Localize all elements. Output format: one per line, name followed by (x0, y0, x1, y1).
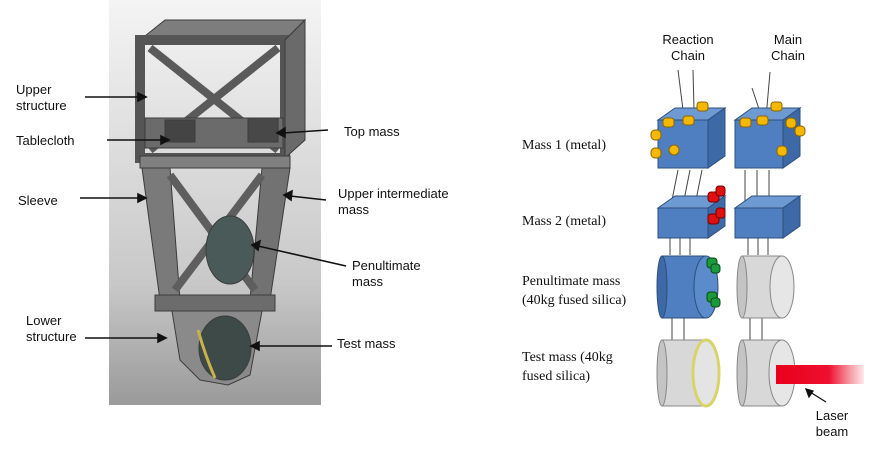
label-test-mass: Test mass (337, 336, 396, 352)
label-mass1: Mass 1 (metal) (522, 136, 606, 155)
penultimate-main-cylinder (737, 256, 794, 318)
label-sleeve: Sleeve (18, 193, 58, 209)
label-main-chain: Main Chain (766, 32, 810, 64)
wire-reaction-top-2 (693, 70, 694, 110)
suspension-photo (109, 0, 321, 405)
label-upper-structure: Upper structure (16, 82, 67, 114)
label-laser-beam: Laser beam (810, 408, 854, 440)
label-upper-intermediate-mass: Upper intermediate mass (338, 186, 449, 218)
test-reaction-cylinder (657, 340, 719, 406)
laser-beam-bar (776, 365, 864, 384)
mass2-main-block (735, 196, 800, 238)
label-mass2: Mass 2 (metal) (522, 212, 606, 231)
label-test: Test mass (40kg fused silica) (522, 348, 613, 386)
label-lower-structure: Lower structure (26, 313, 77, 345)
arrow-laser (806, 389, 826, 402)
label-tablecloth: Tablecloth (16, 133, 75, 149)
label-penultimate: Penultimate mass (40kg fused silica) (522, 272, 626, 310)
label-top-mass: Top mass (344, 124, 400, 140)
label-reaction-chain: Reaction Chain (657, 32, 719, 64)
label-penultimate-mass: Penultimate mass (352, 258, 421, 290)
